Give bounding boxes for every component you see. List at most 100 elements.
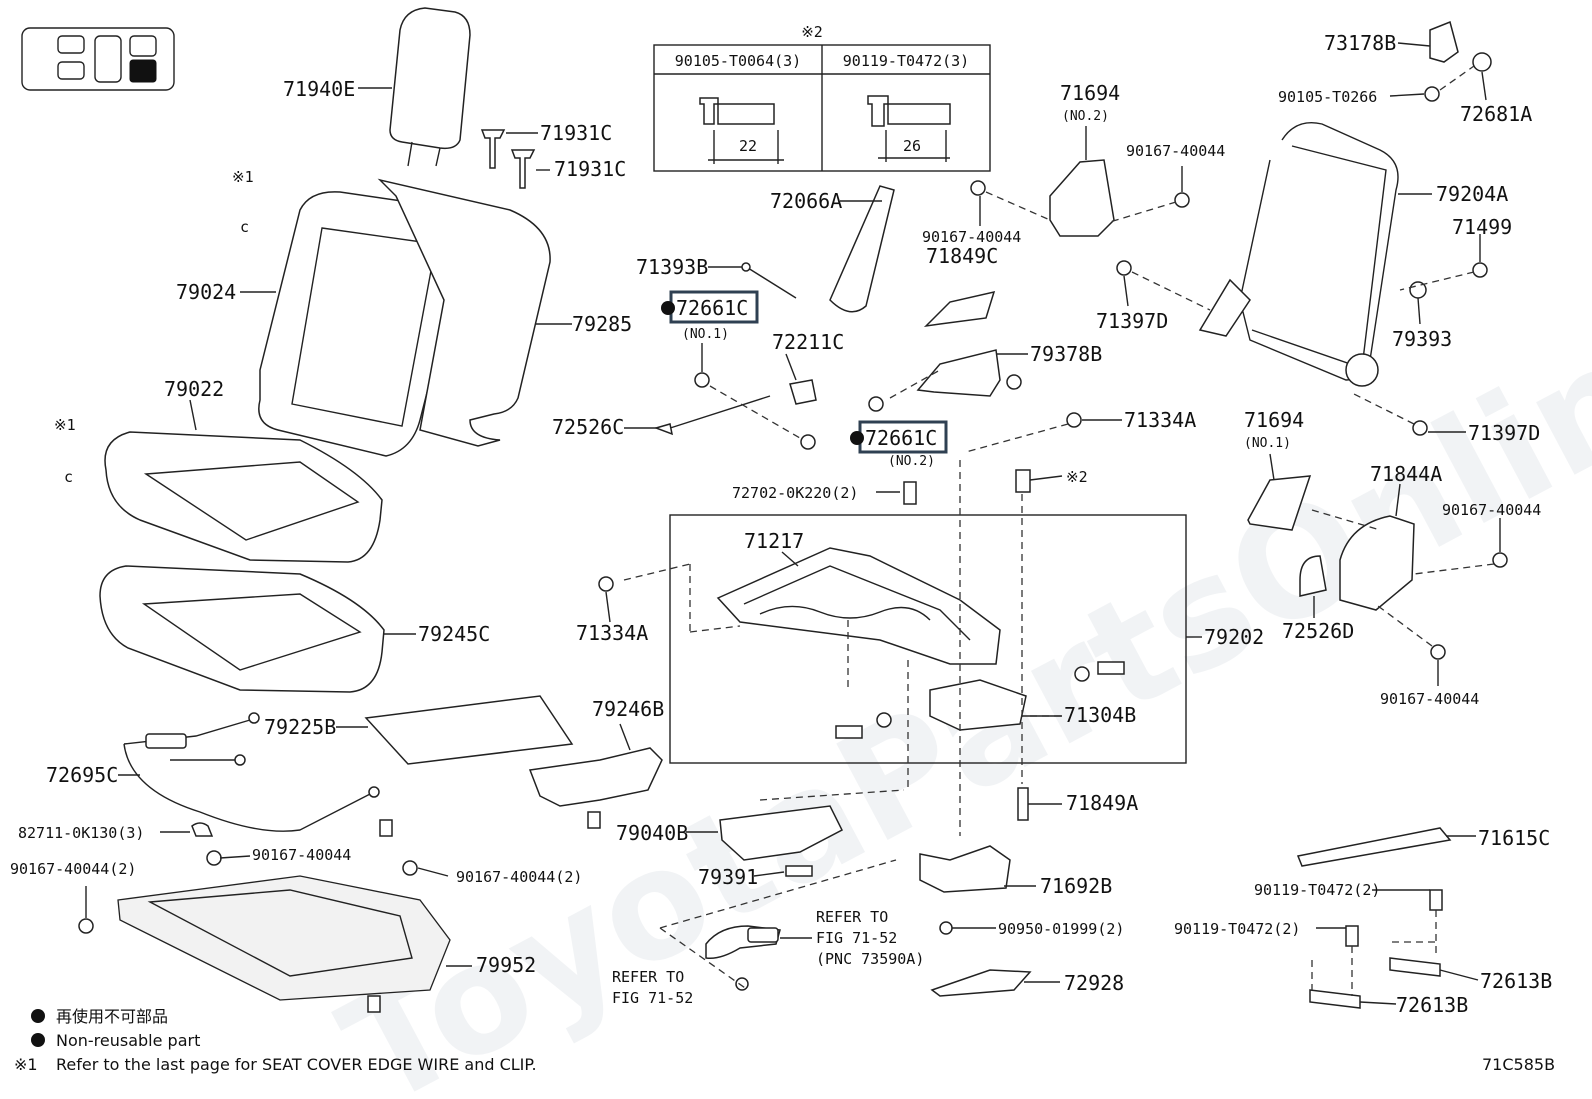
label-71397D-a[interactable]: 71397D xyxy=(1096,309,1168,333)
label-71931C-a[interactable]: 71931C xyxy=(540,121,612,145)
label-71692B[interactable]: 71692B xyxy=(1040,874,1112,898)
headrest-support-drawings xyxy=(480,129,536,189)
headrest-drawing xyxy=(389,7,471,167)
bolt-22-drawing xyxy=(699,97,784,164)
label-72928[interactable]: 72928 xyxy=(1064,971,1124,995)
label-71615C[interactable]: 71615C xyxy=(1478,826,1550,850)
label-71393B[interactable]: 71393B xyxy=(636,255,708,279)
label-72613B-b[interactable]: 72613B xyxy=(1396,993,1468,1017)
label-72661C-no2[interactable]: 72661C xyxy=(865,426,937,450)
legend-dot-en xyxy=(31,1033,45,1047)
label-73178B[interactable]: 73178B xyxy=(1324,31,1396,55)
label-71844A[interactable]: 71844A xyxy=(1370,462,1442,486)
bolt-table-col2-part: 90119-T0472(3) xyxy=(843,52,969,70)
label-79022[interactable]: 79022 xyxy=(164,377,224,401)
sublabel-no1-b: (NO.1) xyxy=(1244,436,1291,451)
label-79040B[interactable]: 79040B xyxy=(616,821,688,845)
label-82711[interactable]: 82711-0K130(3) xyxy=(18,824,144,842)
label-79285[interactable]: 79285 xyxy=(572,312,632,336)
label-71217[interactable]: 71217 xyxy=(744,529,804,553)
ref1-line1: REFER TO xyxy=(816,908,888,926)
label-71849C[interactable]: 71849C xyxy=(926,244,998,268)
label-90119-a[interactable]: 90119-T0472(2) xyxy=(1254,881,1380,899)
label-71334A-b[interactable]: 71334A xyxy=(576,621,648,645)
clip-mark-upper: c xyxy=(240,218,249,236)
label-71334A-a[interactable]: 71334A xyxy=(1124,408,1196,432)
ref1-line3: (PNC 73590A) xyxy=(816,950,924,968)
label-72211C[interactable]: 72211C xyxy=(772,330,844,354)
sublabel-no1-a: (NO.1) xyxy=(682,327,729,342)
label-72681A[interactable]: 72681A xyxy=(1460,102,1532,126)
label-72613B-a[interactable]: 72613B xyxy=(1480,969,1552,993)
non-reusable-dot-1 xyxy=(661,301,675,315)
seat-track-drawing xyxy=(716,547,1125,739)
label-90167-40044-c[interactable]: 90167-40044 xyxy=(922,228,1021,246)
label-72661C-no1[interactable]: 72661C xyxy=(676,296,748,320)
label-71397D-b[interactable]: 71397D xyxy=(1468,421,1540,445)
label-79391[interactable]: 79391 xyxy=(698,865,758,889)
cushion-pad-drawing xyxy=(99,565,385,693)
seatback-pad-drawing xyxy=(377,178,551,447)
label-79378B[interactable]: 79378B xyxy=(1030,342,1102,366)
pad-sheet-drawing xyxy=(364,695,574,765)
label-71694-no1[interactable]: 71694 xyxy=(1244,408,1304,432)
label-79246B[interactable]: 79246B xyxy=(592,697,664,721)
label-79024[interactable]: 79024 xyxy=(176,280,236,304)
label-72695C[interactable]: 72695C xyxy=(46,763,118,787)
sublabel-no2-b: (NO.2) xyxy=(1062,109,1109,124)
seat-position-icon xyxy=(21,27,175,91)
clip-82711-drawing xyxy=(191,822,214,837)
label-71499[interactable]: 71499 xyxy=(1452,215,1512,239)
label-90119-b[interactable]: 90119-T0472(2) xyxy=(1174,920,1300,938)
label-79204A[interactable]: 79204A xyxy=(1436,182,1508,206)
ref1-line2[interactable]: FIG 71-52 xyxy=(816,929,897,947)
label-79202[interactable]: 79202 xyxy=(1204,625,1264,649)
ref2-line1: REFER TO xyxy=(612,968,684,986)
label-71694-no2[interactable]: 71694 xyxy=(1060,81,1120,105)
label-71931C-b[interactable]: 71931C xyxy=(554,157,626,181)
right-lower-parts xyxy=(1247,475,1508,1009)
legend-mark1: ※1 xyxy=(14,1055,38,1074)
label-90950[interactable]: 90950-01999(2) xyxy=(998,920,1124,938)
ref2-line2[interactable]: FIG 71-52 xyxy=(612,989,693,1007)
label-79225B[interactable]: 79225B xyxy=(264,715,336,739)
screw-drawings-left xyxy=(78,811,601,1013)
cushion-cover-drawing xyxy=(104,431,383,563)
label-90167-40044-a[interactable]: 90167-40044 xyxy=(252,846,351,864)
label-90105-T0266[interactable]: 90105-T0266 xyxy=(1278,88,1377,106)
lower-center-parts xyxy=(705,787,1032,997)
label-79393[interactable]: 79393 xyxy=(1392,327,1452,351)
bolt-table: ※2 90105-T0064(3) 90119-T0472(3) 22 26 xyxy=(653,23,991,172)
label-72702[interactable]: 72702-0K220(2) xyxy=(732,484,858,502)
clip-mark-lower: c xyxy=(64,468,73,486)
label-90167-40044-b[interactable]: 90167-40044 xyxy=(1126,142,1225,160)
mark-1-upper: ※1 xyxy=(232,168,254,186)
legend-non-reusable-jp: 再使用不可部品 xyxy=(56,1007,168,1026)
label-90167-40044-2a[interactable]: 90167-40044(2) xyxy=(10,860,136,878)
label-72526C[interactable]: 72526C xyxy=(552,415,624,439)
center-small-parts xyxy=(653,185,1031,505)
legend-non-reusable-en: Non-reusable part xyxy=(56,1031,200,1050)
label-90167-40044-d[interactable]: 90167-40044 xyxy=(1442,501,1541,519)
label-72526D[interactable]: 72526D xyxy=(1282,619,1354,643)
cushion-frame-drawing xyxy=(117,875,451,1001)
label-72066A[interactable]: 72066A xyxy=(770,189,842,213)
seatback-frame-drawing xyxy=(1198,122,1399,387)
track-assembly-box xyxy=(669,514,1187,764)
label-90167-40044-e[interactable]: 90167-40044 xyxy=(1380,690,1479,708)
label-71849A[interactable]: 71849A xyxy=(1066,791,1138,815)
sublabel-no2-a: (NO.2) xyxy=(888,454,935,469)
label-71304B[interactable]: 71304B xyxy=(1064,703,1136,727)
label-79952[interactable]: 79952 xyxy=(476,953,536,977)
label-71940E[interactable]: 71940E xyxy=(283,77,355,101)
legend-footnote: Refer to the last page for SEAT COVER ED… xyxy=(56,1055,537,1074)
diagram-code: 71C585B xyxy=(1482,1055,1555,1074)
bolt-26-dim: 26 xyxy=(903,137,921,155)
label-90167-40044-2b[interactable]: 90167-40044(2) xyxy=(456,868,582,886)
bolt-22-dim: 22 xyxy=(739,137,757,155)
label-79245C[interactable]: 79245C xyxy=(418,622,490,646)
mark-1-lower: ※1 xyxy=(54,416,76,434)
non-reusable-dot-2 xyxy=(850,431,864,445)
